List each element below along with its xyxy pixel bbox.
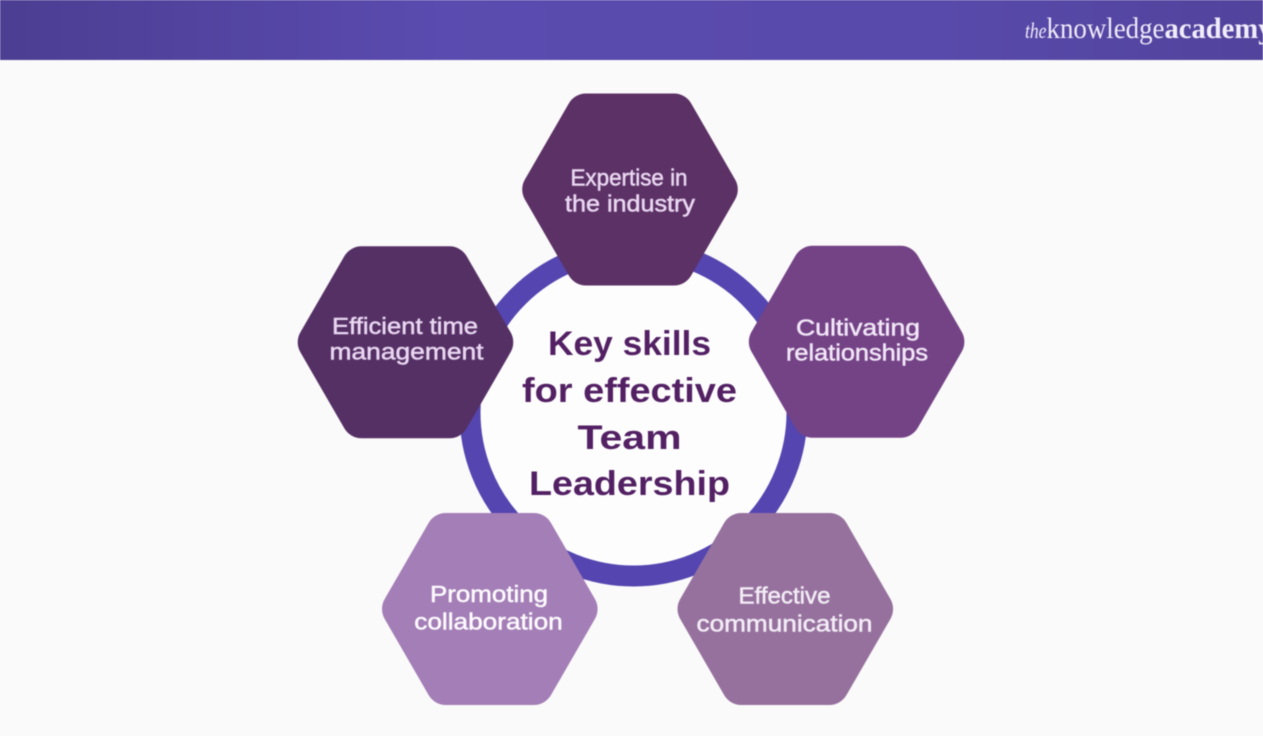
svg-text:for effective: for effective — [522, 372, 737, 410]
svg-text:collaboration: collaboration — [414, 609, 563, 635]
svg-text:management: management — [330, 338, 485, 364]
svg-text:Key skills: Key skills — [548, 325, 711, 363]
svg-text:the industry: the industry — [565, 191, 696, 217]
svg-text:Leadership: Leadership — [529, 465, 730, 503]
svg-text:Cultivating: Cultivating — [796, 314, 920, 340]
svg-text:Effective: Effective — [739, 582, 831, 608]
svg-text:the: the — [1025, 18, 1047, 43]
svg-text:Promoting: Promoting — [430, 581, 548, 607]
svg-text:communication: communication — [697, 610, 873, 636]
svg-text:relationships: relationships — [786, 340, 928, 366]
svg-text:Expertise in: Expertise in — [571, 165, 688, 191]
svg-text:Efficient time: Efficient time — [332, 313, 478, 339]
svg-text:academy: academy — [1165, 12, 1263, 45]
svg-text:knowledge: knowledge — [1047, 12, 1165, 45]
svg-text:Team: Team — [578, 419, 682, 457]
